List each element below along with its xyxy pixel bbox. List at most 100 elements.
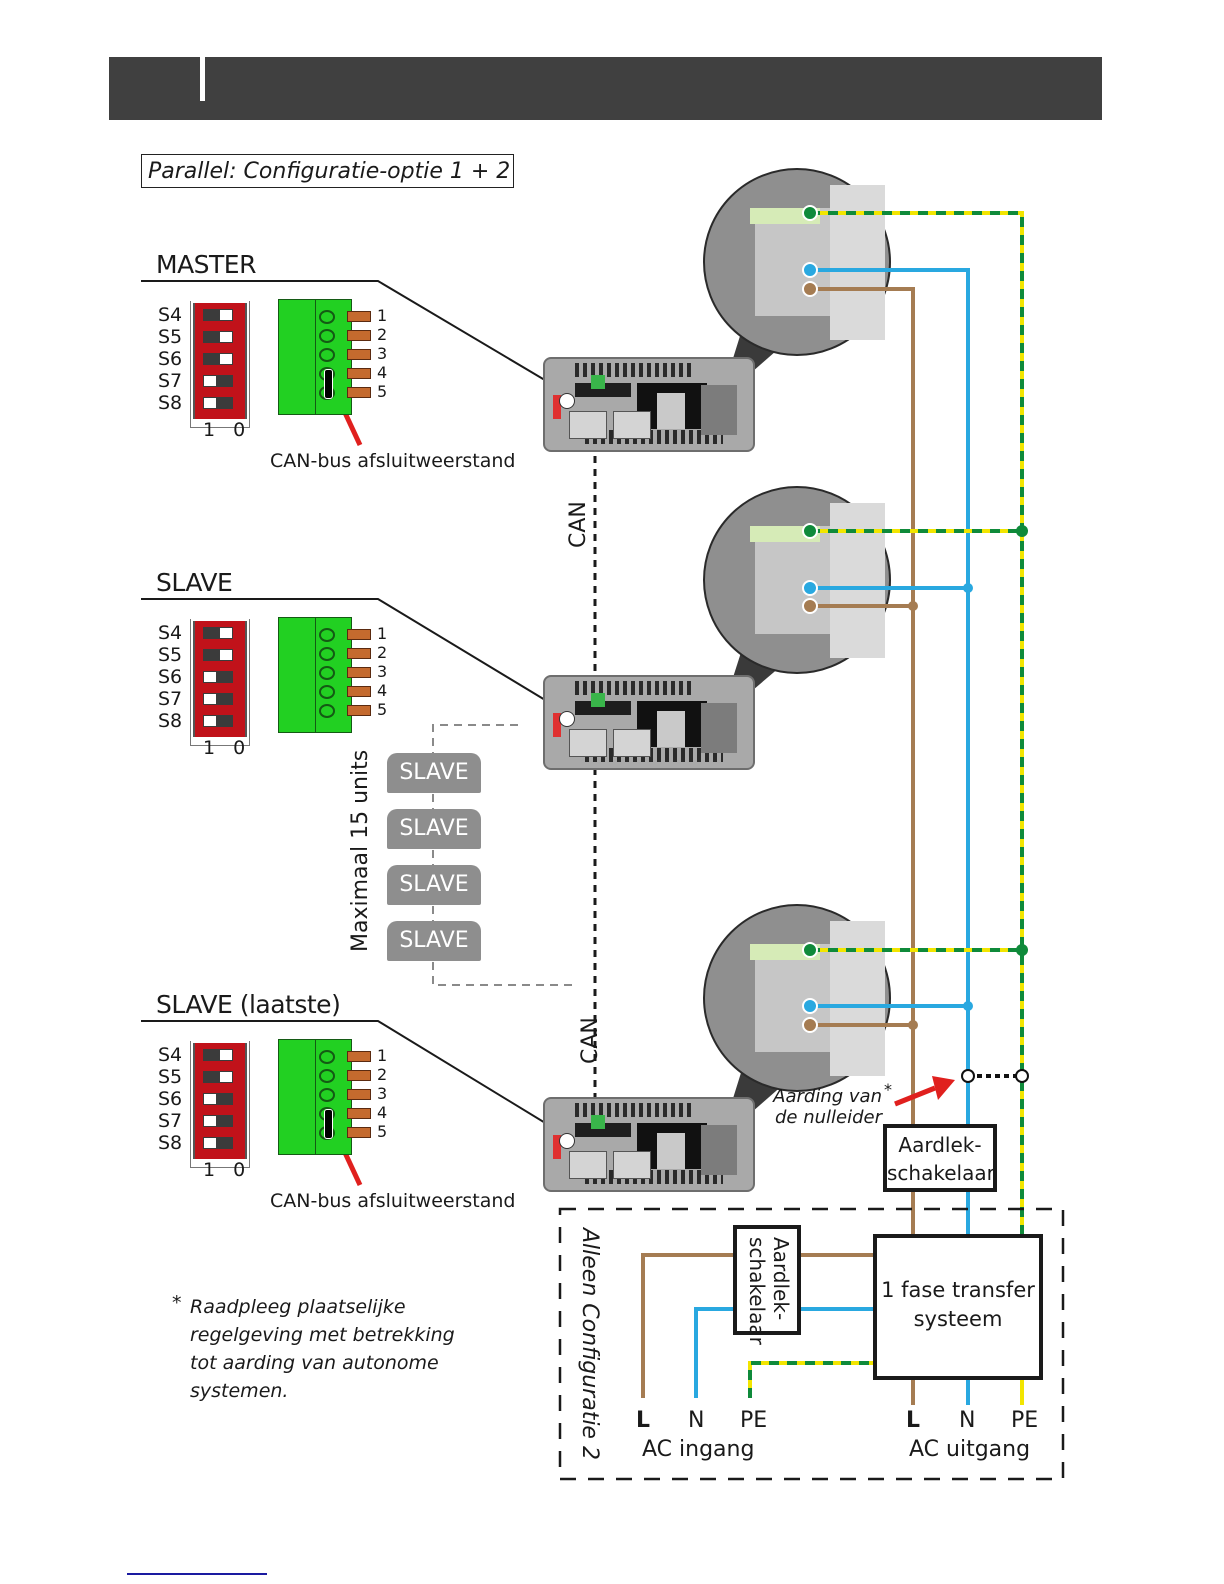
pin-number: 1: [377, 306, 388, 325]
pin-number: 4: [377, 681, 388, 700]
diagram-title: Parallel: Configuratie-optie 1 + 2: [141, 154, 514, 188]
footnote-line: tot aarding van autonome: [190, 1352, 439, 1374]
termination-jumper: [324, 369, 333, 399]
master-leader-line: [141, 280, 566, 393]
terminal-hole: [319, 1069, 335, 1083]
unit-role-label: SLAVE (laatste): [156, 990, 341, 1019]
dip-switch-label: S6: [158, 1088, 183, 1110]
terminal-pin: [347, 1051, 371, 1062]
dip-switch-block: [193, 1043, 247, 1159]
dip-switch-label: S6: [158, 666, 183, 688]
termination-jumper: [324, 1109, 333, 1139]
dip-switch-label: S7: [158, 688, 183, 710]
terminal-pin: [347, 705, 371, 716]
terminal-pin: [347, 349, 371, 360]
terminal-pin: [347, 1089, 371, 1100]
ac-in-terminal-L: L: [636, 1408, 651, 1433]
pin-number: 4: [377, 363, 388, 382]
wire-L: [641, 287, 915, 1405]
terminal-pin: [347, 648, 371, 659]
dip-switch: [203, 1071, 233, 1083]
config2-frame: [558, 1207, 1065, 1481]
dip-switch: [203, 671, 233, 683]
footnote: * Raadpleeg plaatselijke regelgeving met…: [172, 1292, 455, 1405]
dip-switch: [203, 693, 233, 705]
dip-frame: [190, 619, 250, 746]
dip-switch: [203, 375, 233, 387]
dip-switch-knob: [204, 1116, 216, 1126]
pin-number: 2: [377, 643, 388, 662]
ac-in-label: AC ingang: [642, 1437, 755, 1462]
dip-switch-block: [193, 303, 247, 419]
footnote-line: regelgeving met betrekking: [190, 1324, 455, 1346]
neutral-grounding-label: Aarding van de nulleider: [772, 1086, 882, 1128]
terminal-zoom-3: [703, 904, 891, 1092]
header-divider: [200, 57, 205, 101]
dip-switch-knob: [220, 332, 232, 342]
dip-switch: [203, 1137, 233, 1149]
footnote-asterisk: *: [172, 1292, 182, 1314]
page-header-bar: [109, 57, 1102, 120]
dip-switch: [203, 649, 233, 661]
dip-switch-label: S4: [158, 304, 183, 326]
can-termination-caption: CAN-bus afsluitweerstand: [270, 450, 516, 472]
extra-slave-tile: SLAVE: [387, 865, 481, 905]
bridge-node-pe: [1015, 1069, 1029, 1083]
terminal-pin: [347, 667, 371, 678]
dip-switch-label: S5: [158, 326, 183, 348]
terminal-pin: [347, 1127, 371, 1138]
terminal-hole: [319, 666, 335, 680]
terminal-pin: [347, 330, 371, 341]
extra-slave-tile: SLAVE: [387, 753, 481, 793]
unit-role-label: SLAVE: [156, 568, 233, 597]
transfer-line2: systeem: [913, 1307, 1003, 1331]
terminal-hole: [319, 348, 335, 362]
terminal-hole: [319, 704, 335, 718]
footnote-line: Raadpleeg plaatselijke: [190, 1296, 406, 1318]
ac-out-label: AC uitgang: [909, 1437, 1031, 1462]
ac-out-terminal-L: L: [906, 1408, 921, 1433]
can-label-upper: CAN: [566, 501, 591, 548]
transfer-line1: 1 fase transfer: [881, 1278, 1035, 1302]
extra-slave-tile: SLAVE: [387, 921, 481, 961]
dip-switch-knob: [220, 1072, 232, 1082]
dip-switch-label: S6: [158, 348, 183, 370]
dip-switch-label: S8: [158, 392, 183, 414]
dip-switch: [203, 715, 233, 727]
dip-switch-label: S5: [158, 644, 183, 666]
rcd-config2-line1: Aardlek-: [769, 1237, 793, 1321]
ac-in-terminal-PE: PE: [740, 1408, 768, 1433]
terminal-pin: [347, 387, 371, 398]
pin-number: 2: [377, 325, 388, 344]
dip-switch-label: S8: [158, 710, 183, 732]
extra-slaves-bracket: [432, 724, 575, 986]
terminal-hole: [319, 647, 335, 661]
ac-out-terminal-PE: PE: [1011, 1408, 1039, 1433]
neutral-grounding-line2: de nulleider: [774, 1107, 882, 1128]
pin-number: 2: [377, 1065, 388, 1084]
terminal-hole: [319, 1088, 335, 1102]
dip-switch-label: S5: [158, 1066, 183, 1088]
slave-leader-line: [141, 598, 566, 713]
rcd-config2-line2: schakelaar: [745, 1237, 769, 1345]
terminal-hole: [319, 1050, 335, 1064]
dip-axis-labels: 1 0: [203, 419, 252, 441]
terminal-zoom-1: [703, 168, 891, 356]
footnote-marker: *: [884, 1080, 892, 1099]
footnote-line: systemen.: [190, 1380, 289, 1402]
pin-number: 5: [377, 382, 388, 401]
wire-N: [694, 268, 970, 1405]
dip-switch-knob: [220, 310, 232, 320]
dip-switch-label: S7: [158, 370, 183, 392]
terminal-pin: [347, 1108, 371, 1119]
connection-dots: [802, 205, 1028, 1033]
unit-role-label: MASTER: [156, 250, 256, 279]
dip-switch-knob: [220, 628, 232, 638]
extra-slave-tile: SLAVE: [387, 809, 481, 849]
rcd-top-line2: schakelaar: [887, 1161, 995, 1185]
can-termination-caption: CAN-bus afsluitweerstand: [270, 1190, 516, 1212]
